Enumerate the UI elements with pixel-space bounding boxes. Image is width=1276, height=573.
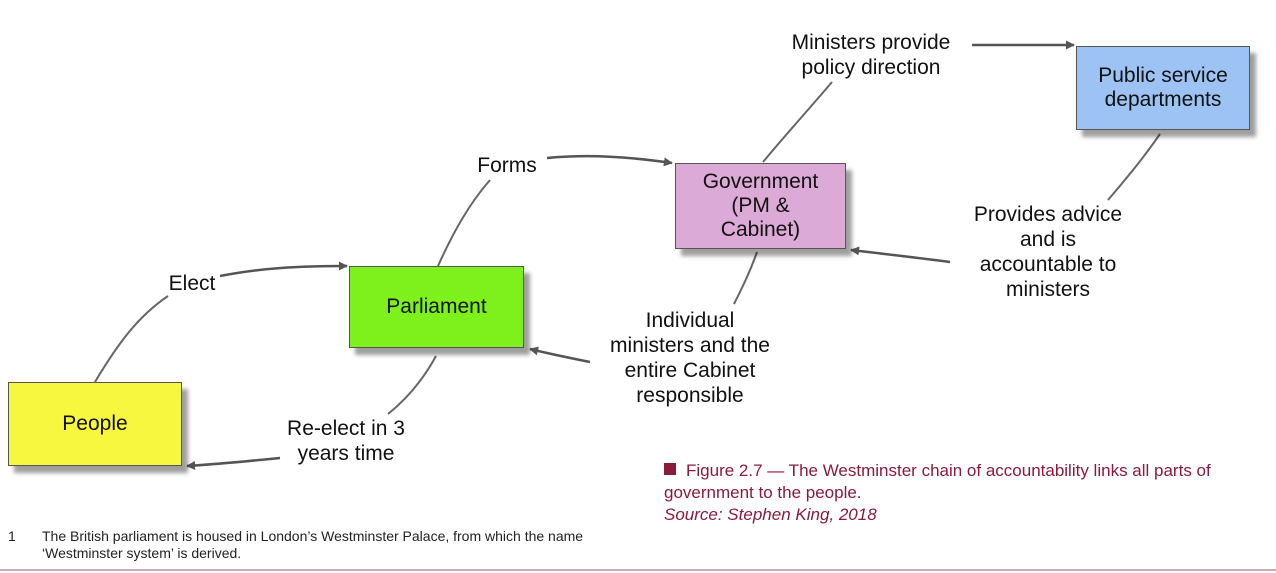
line-government-to-individual (733, 251, 758, 305)
footnote-number: 1 (8, 528, 16, 544)
edge-label-re-elect: Re-elect in 3 years time (287, 417, 405, 465)
node-government-label: Government (PM & Cabinet) (702, 170, 819, 241)
line-government-to-ministers (762, 81, 833, 163)
node-people-label: People (62, 412, 128, 435)
line-parliament-to-forms (437, 179, 491, 267)
node-public-service: Public service departments (1076, 46, 1250, 130)
line-people-to-elect (94, 295, 169, 383)
node-people: People (8, 382, 182, 466)
node-government: Government (PM & Cabinet) (675, 163, 846, 249)
arrow-elect-to-parliament (219, 261, 348, 278)
edge-label-forms: Forms (477, 154, 537, 177)
caption-square-icon (664, 463, 676, 475)
arrow-reelect-to-people (186, 456, 281, 471)
edge-label-elect: Elect (168, 272, 216, 295)
edge-label-provides-advice: Provides advice and is accountable to mi… (973, 203, 1123, 301)
arrow-advice-to-government (850, 246, 951, 264)
node-parliament: Parliament (349, 266, 524, 348)
figure-caption: Figure 2.7 — The Westminster chain of ac… (664, 460, 1264, 526)
caption-source: Source: Stephen King, 2018 (664, 505, 877, 524)
arrow-forms-to-government (546, 154, 673, 167)
line-parliament-to-reelect (387, 355, 437, 415)
node-public-service-label: Public service departments (1098, 64, 1228, 111)
caption-text: Figure 2.7 — The Westminster chain of ac… (664, 461, 1211, 502)
arrow-individual-to-parliament (529, 346, 591, 364)
node-parliament-label: Parliament (386, 295, 487, 318)
bottom-rule (0, 569, 1276, 571)
line-public-service-to-advice (1107, 133, 1161, 201)
footnote-text: The British parliament is housed in Lond… (42, 528, 584, 561)
edge-label-individual-ministers: Individual ministers and the entire Cabi… (610, 309, 770, 407)
edge-label-ministers-direction: Ministers provide policy direction (791, 31, 951, 79)
